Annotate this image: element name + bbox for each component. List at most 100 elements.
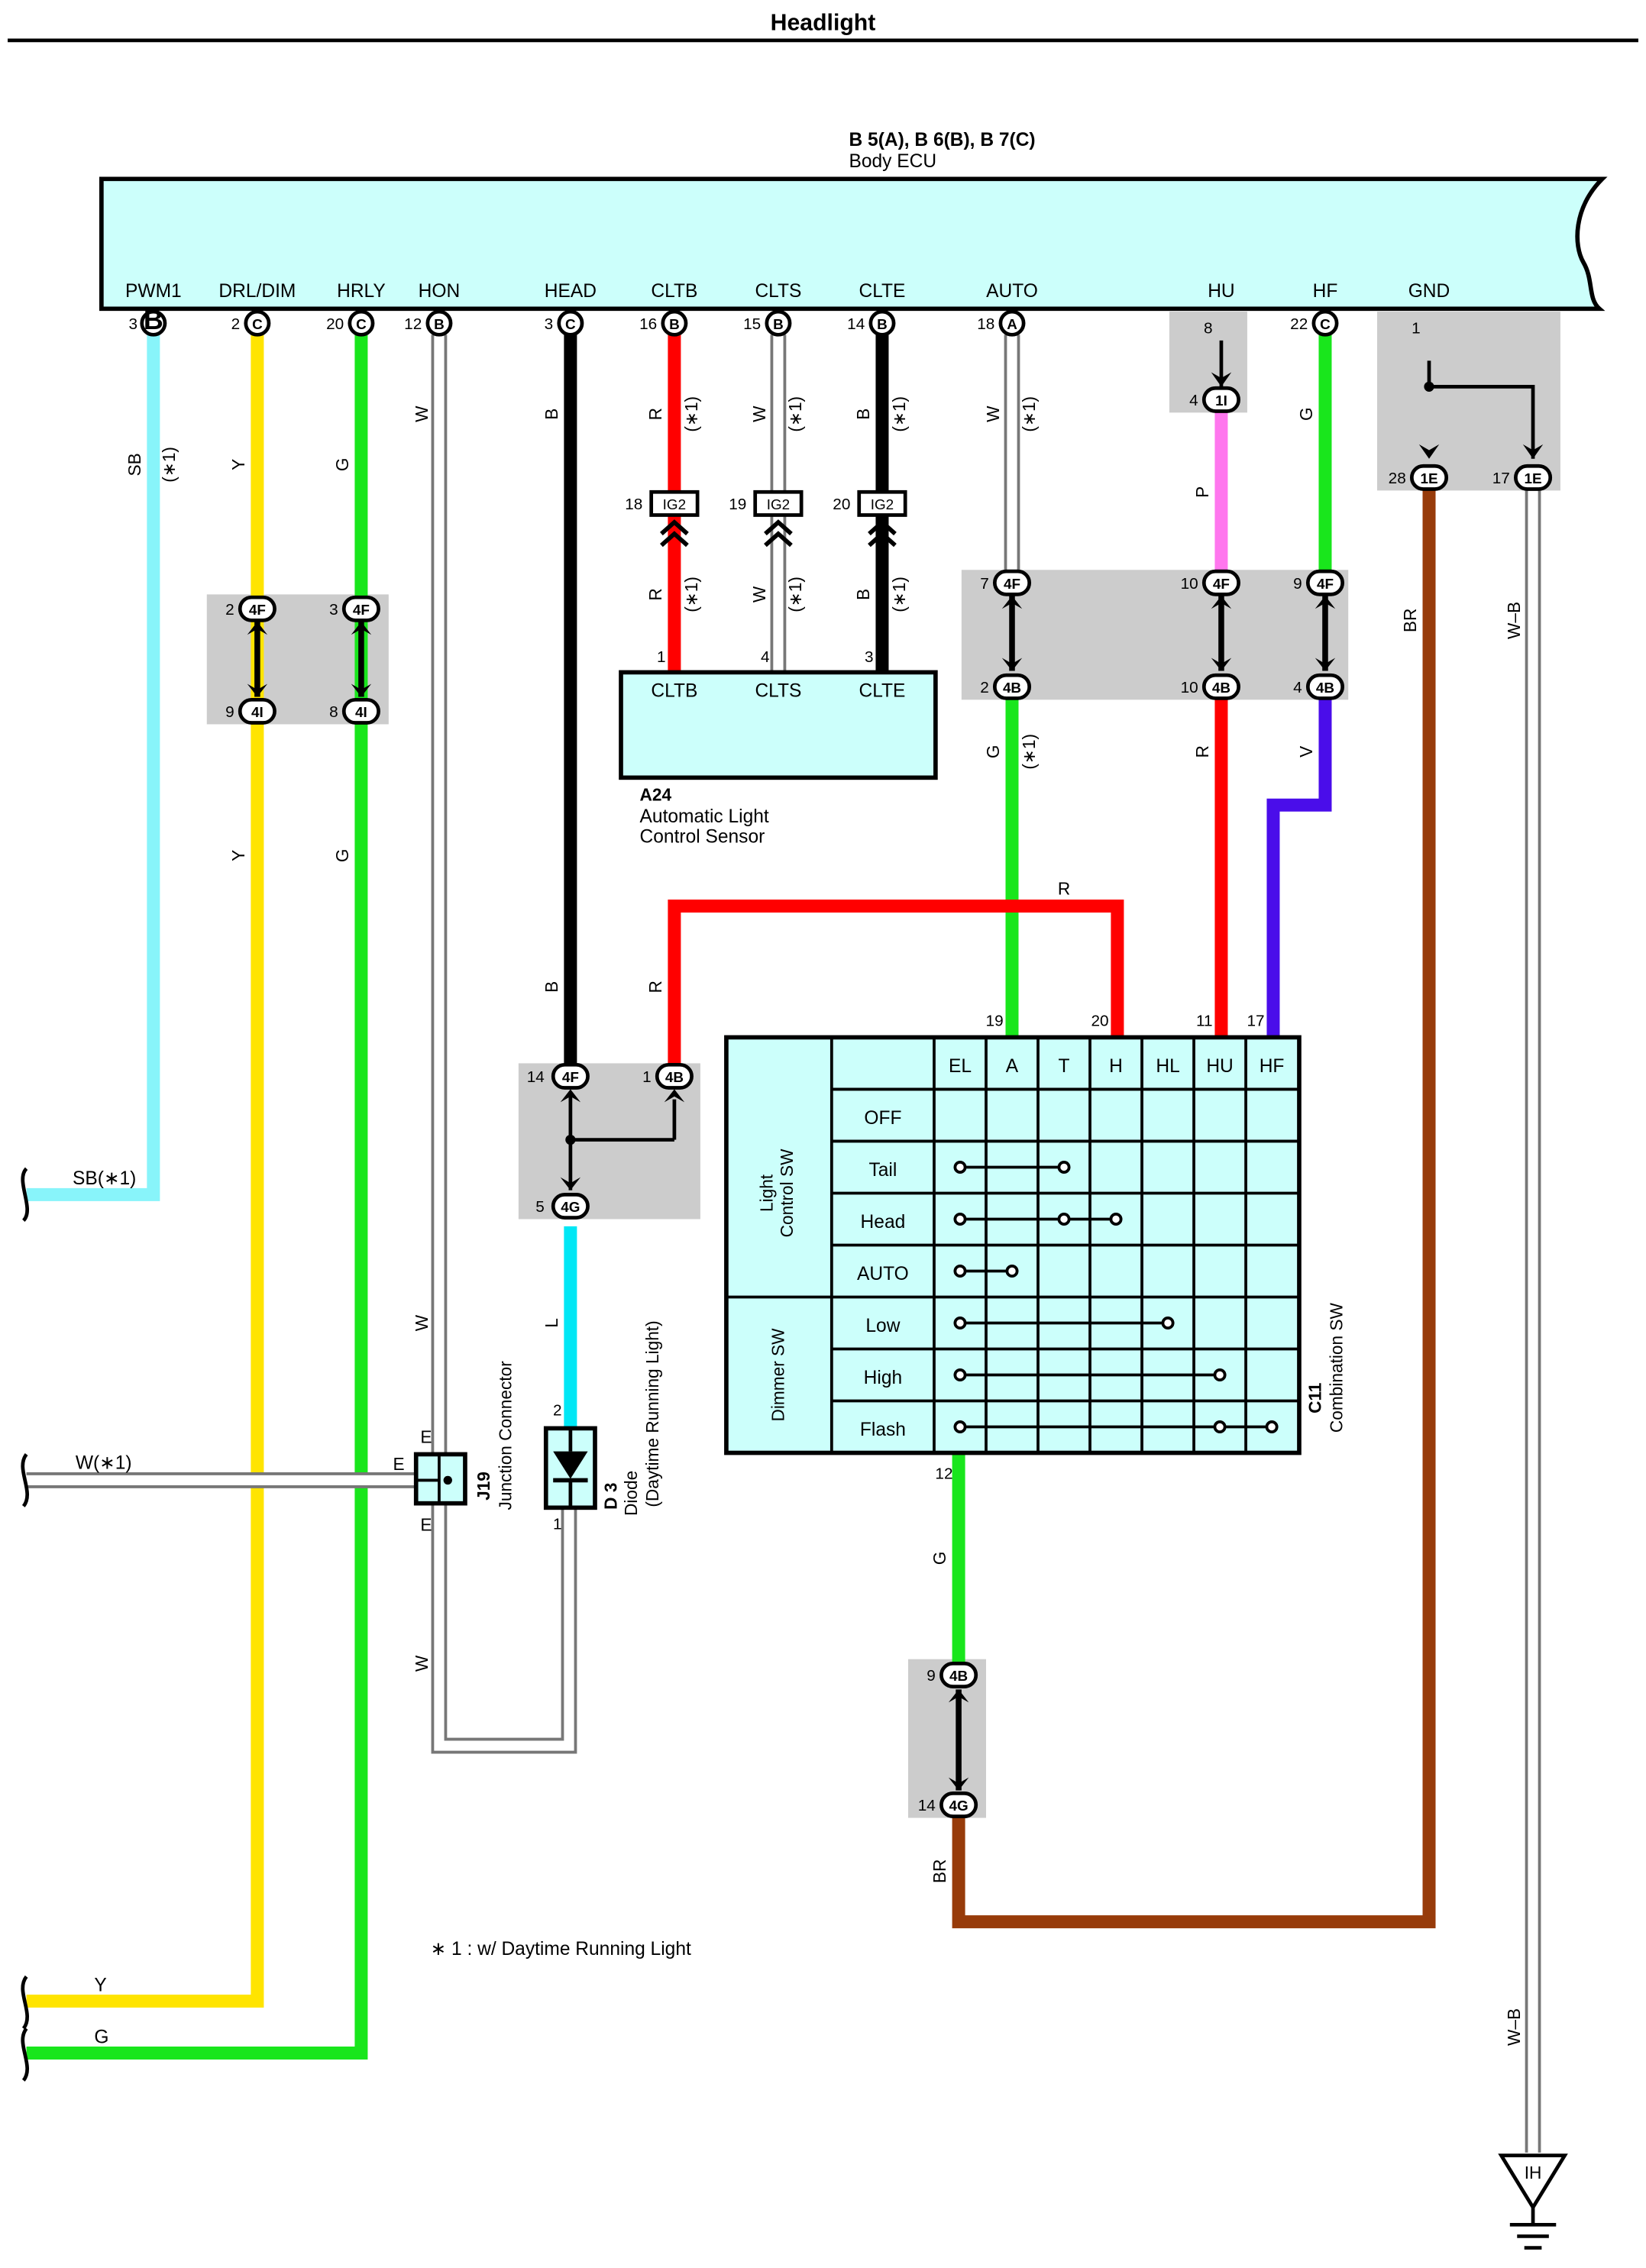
left-wire-breaks <box>21 1167 29 2082</box>
pin-hf: C <box>1311 309 1339 337</box>
switch-row-auto: AUTO <box>857 1264 909 1284</box>
wire-g-hrly <box>26 334 368 2060</box>
svg-text:G: G <box>983 745 1003 759</box>
svg-text:1: 1 <box>553 1516 562 1533</box>
switch-contact <box>1265 1420 1279 1434</box>
svg-text:C: C <box>1320 317 1331 333</box>
pin-cltb: B <box>661 309 688 337</box>
svg-text:17: 17 <box>1247 1012 1265 1029</box>
svg-text:9: 9 <box>225 703 234 721</box>
switch-contact <box>953 1368 967 1382</box>
switch-contact <box>953 1212 967 1226</box>
switch-col-hl: HL <box>1156 1056 1179 1077</box>
svg-text:4F: 4F <box>1213 577 1230 593</box>
svg-text:CLTE: CLTE <box>859 681 905 702</box>
svg-text:Y: Y <box>94 1975 106 1995</box>
switch-col-t: T <box>1059 1056 1070 1077</box>
svg-text:28: 28 <box>1389 470 1406 487</box>
svg-text:B: B <box>669 317 680 333</box>
svg-text:B: B <box>434 317 445 333</box>
head-splice <box>565 1134 576 1145</box>
svg-text:Y: Y <box>228 850 248 861</box>
svg-text:19: 19 <box>986 1012 1004 1029</box>
svg-text:E: E <box>393 1454 404 1474</box>
svg-text:(∗1): (∗1) <box>785 396 805 432</box>
switch-contact <box>1057 1212 1071 1226</box>
svg-text:HON: HON <box>419 281 461 302</box>
svg-text:GND: GND <box>1408 281 1450 302</box>
svg-text:9: 9 <box>1293 575 1302 593</box>
svg-text:4I: 4I <box>355 705 367 721</box>
ground-symbol: IH <box>1498 2153 1568 2250</box>
svg-text:SB(∗1): SB(∗1) <box>73 1168 136 1189</box>
svg-text:8: 8 <box>1204 319 1213 337</box>
svg-text:3: 3 <box>545 315 554 333</box>
connector-links <box>254 596 1328 1791</box>
svg-text:2: 2 <box>980 679 989 696</box>
svg-text:CLTS: CLTS <box>755 681 801 702</box>
svg-text:Control Sensor: Control Sensor <box>640 826 765 847</box>
svg-text:HU: HU <box>1208 281 1234 302</box>
svg-text:20: 20 <box>833 496 850 513</box>
svg-text:L: L <box>542 1318 561 1328</box>
svg-text:HEAD: HEAD <box>545 281 597 302</box>
svg-text:18: 18 <box>977 315 994 333</box>
svg-text:7: 7 <box>980 575 989 593</box>
wire-color-labels: SB (∗1) Y G W B R (∗1) W (∗1) B (∗1) W (… <box>125 396 1524 2046</box>
svg-text:J19: J19 <box>474 1472 493 1501</box>
svg-text:W: W <box>412 1314 432 1331</box>
svg-text:20: 20 <box>326 315 344 333</box>
footnote: ∗ 1 : w/ Daytime Running Light <box>431 1939 691 1959</box>
svg-text:17: 17 <box>1492 470 1510 487</box>
switch-col-a: A <box>1006 1056 1019 1077</box>
svg-text:Combination SW: Combination SW <box>1327 1302 1347 1433</box>
svg-text:PWM1: PWM1 <box>125 281 182 302</box>
switch-contact <box>1057 1160 1071 1174</box>
svg-text:15: 15 <box>743 315 761 333</box>
left-wire-labels: SB(∗1) W(∗1) Y G <box>73 1168 136 2047</box>
light-sensor: CLTB CLTS CLTE A24 Automatic Light Contr… <box>619 670 938 847</box>
svg-text:4F: 4F <box>562 1070 579 1086</box>
svg-text:14: 14 <box>847 315 865 333</box>
svg-text:(∗1): (∗1) <box>889 577 909 612</box>
wire-br-gnd <box>952 490 1436 1929</box>
svg-text:V: V <box>1296 745 1316 758</box>
svg-text:W: W <box>983 405 1003 422</box>
svg-text:1: 1 <box>642 1068 652 1086</box>
svg-text:1E: 1E <box>1420 471 1437 487</box>
svg-text:4F: 4F <box>353 603 370 619</box>
switch-contact <box>1109 1212 1123 1226</box>
svg-text:14: 14 <box>527 1068 545 1086</box>
svg-text:B: B <box>853 409 873 420</box>
svg-text:E: E <box>420 1426 432 1446</box>
wire-w-hon <box>431 334 577 1754</box>
svg-text:B: B <box>877 317 888 333</box>
svg-text:IG2: IG2 <box>663 497 686 513</box>
svg-text:A: A <box>1007 317 1017 333</box>
switch-row-high: High <box>864 1368 902 1388</box>
svg-text:W: W <box>749 586 769 603</box>
switch-contact <box>953 1316 967 1330</box>
svg-text:R: R <box>645 981 665 993</box>
svg-text:SB: SB <box>125 453 144 476</box>
svg-text:(∗1): (∗1) <box>1019 396 1039 432</box>
svg-text:Light: Light <box>756 1174 776 1212</box>
svg-text:E: E <box>420 1515 432 1535</box>
svg-text:C: C <box>252 317 263 333</box>
switch-contact <box>953 1264 967 1278</box>
svg-text:W: W <box>749 405 769 422</box>
wire-sb-pwm1 <box>26 334 160 1201</box>
svg-text:1I: 1I <box>1215 393 1227 409</box>
svg-text:CLTS: CLTS <box>755 281 801 302</box>
svg-text:10: 10 <box>1181 679 1198 696</box>
svg-text:4F: 4F <box>249 603 266 619</box>
ig2-chevrons <box>660 519 897 548</box>
svg-text:IG2: IG2 <box>871 497 894 513</box>
svg-text:8: 8 <box>329 703 338 721</box>
svg-text:AUTO: AUTO <box>986 281 1038 302</box>
svg-text:BR: BR <box>930 1859 949 1883</box>
ecu-name: Body ECU <box>849 151 937 172</box>
svg-text:3: 3 <box>129 315 138 333</box>
svg-text:4: 4 <box>1293 679 1302 696</box>
